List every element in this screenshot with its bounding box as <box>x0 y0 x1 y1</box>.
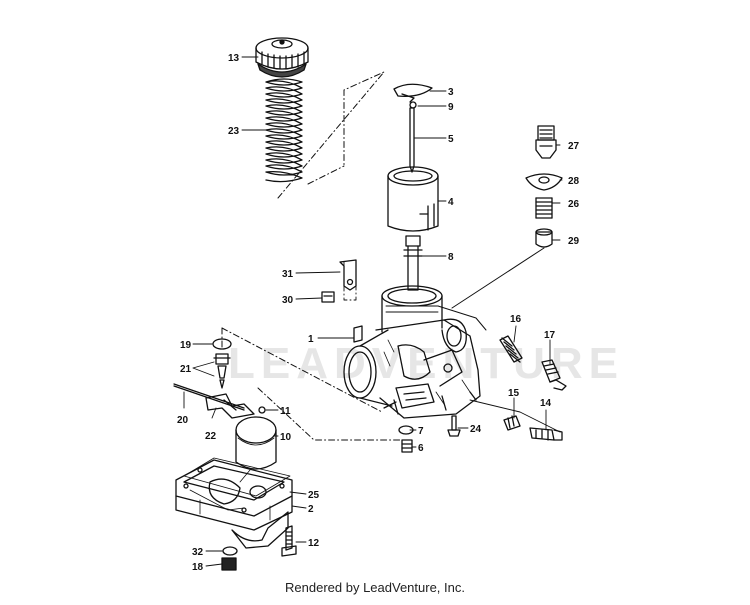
footer-credit: Rendered by LeadVenture, Inc. <box>285 580 465 595</box>
needle-clip-plate <box>393 83 433 103</box>
float-pin-clip <box>258 406 266 414</box>
callout-27: 27 <box>568 141 580 152</box>
cable-bracket <box>339 259 357 291</box>
starter-plunger-cap <box>535 125 557 159</box>
callout-6: 6 <box>418 443 424 454</box>
callout-25: 25 <box>308 490 320 501</box>
e-ring <box>409 101 417 109</box>
callout-8: 8 <box>448 252 454 263</box>
float-needle-valve <box>213 353 231 389</box>
float-arm <box>205 393 255 419</box>
callout-10: 10 <box>280 432 292 443</box>
callout-19: 19 <box>180 340 192 351</box>
carb-top-cap <box>255 37 309 78</box>
drain-plug <box>221 557 237 571</box>
callout-28: 28 <box>568 176 580 187</box>
callout-16: 16 <box>510 314 522 325</box>
jet-needle <box>409 107 415 173</box>
carburetor-body <box>343 285 481 419</box>
callout-2: 2 <box>308 504 314 515</box>
callout-9: 9 <box>448 102 454 113</box>
callout-22: 22 <box>205 431 217 442</box>
callout-13: 13 <box>228 53 240 64</box>
float <box>235 416 277 470</box>
float-bowl <box>175 459 293 549</box>
watermark: LEADVENTURE <box>228 339 624 388</box>
starter-plunger <box>535 228 553 248</box>
starter-spring <box>535 197 553 219</box>
callout-30: 30 <box>282 295 294 306</box>
callout-11: 11 <box>280 406 291 417</box>
throttle-spring <box>265 78 303 183</box>
callout-32: 32 <box>192 547 204 558</box>
callout-24: 24 <box>470 424 482 435</box>
needle-jet <box>403 235 423 291</box>
callout-20: 20 <box>177 415 189 426</box>
float-valve-washer <box>212 338 232 350</box>
callout-labels: 13 23 3 9 5 4 8 27 28 26 29 31 30 1 16 1… <box>177 53 580 573</box>
callout-18: 18 <box>192 562 204 573</box>
starter-plate <box>525 173 563 191</box>
callout-26: 26 <box>568 199 580 210</box>
callout-15: 15 <box>508 388 520 399</box>
bowl-gasket <box>183 457 291 497</box>
callout-12: 12 <box>308 538 320 549</box>
callout-1: 1 <box>308 334 314 345</box>
callout-17: 17 <box>544 330 556 341</box>
throttle-stop-spring <box>503 415 521 431</box>
leader-lines <box>183 56 563 567</box>
main-jet <box>401 439 413 453</box>
callout-3: 3 <box>448 87 454 98</box>
callout-21: 21 <box>180 364 192 375</box>
throttle-stop-screw <box>529 427 563 441</box>
callout-31: 31 <box>282 269 294 280</box>
bowl-screw <box>281 525 297 557</box>
callout-7: 7 <box>418 426 424 437</box>
callout-29: 29 <box>568 236 580 247</box>
pilot-air-screw <box>541 359 567 391</box>
throttle-slide <box>387 166 439 232</box>
callout-23: 23 <box>228 126 240 137</box>
drain-plug-washer <box>222 546 238 556</box>
idle-screw <box>447 415 461 437</box>
callout-4: 4 <box>448 197 454 208</box>
callout-14: 14 <box>540 398 552 409</box>
callout-5: 5 <box>448 134 454 145</box>
pilot-air-screw-spring <box>499 335 523 363</box>
bracket-screw <box>321 291 335 303</box>
